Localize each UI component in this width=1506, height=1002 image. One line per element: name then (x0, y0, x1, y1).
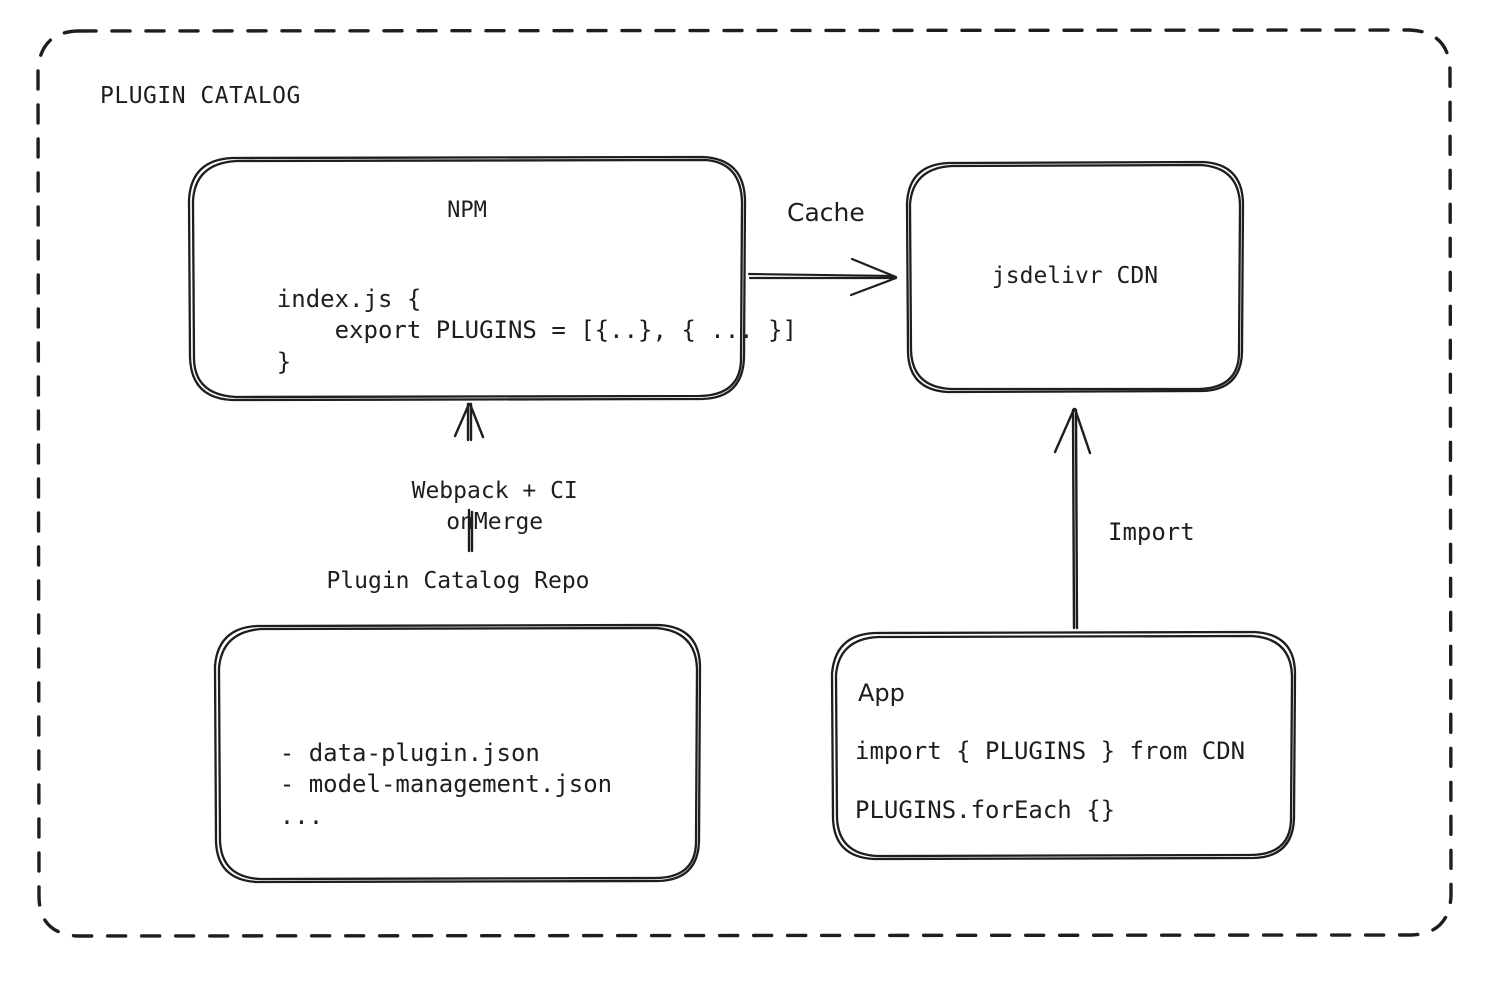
webpack-ci-line-1: Webpack + CI (411, 478, 578, 505)
group-title: PLUGIN CATALOG (100, 83, 301, 109)
import-arrow-stroke (1053, 407, 1092, 630)
repo-file-item: - data-plugin.json (279, 738, 540, 767)
app-node-code-line-1: import { PLUGINS } from CDN (855, 737, 1246, 765)
npm-code-line-2: export PLUGINS = [{..}, { ... }] (276, 316, 797, 345)
import-edge-label: Import (1108, 518, 1195, 546)
npm-node-code: index.js { export PLUGINS = [{..}, { ...… (219, 252, 797, 410)
repo-file-item: - model-management.json (279, 770, 613, 799)
repo-node-file-list: - data-plugin.json - model-management.js… (222, 706, 612, 864)
npm-code-line-3: } (276, 348, 292, 377)
webpack-ci-line-2: onMerge (446, 508, 544, 535)
repo-file-ellipsis: ... (279, 802, 324, 831)
app-node-title: App (858, 679, 905, 707)
app-node-code-line-2: PLUGINS.forEach {} (855, 796, 1116, 824)
webpack-ci-edge-label: Webpack + CI onMerge (352, 446, 582, 567)
repo-node-caption: Plugin Catalog Repo (326, 568, 590, 594)
cdn-node-title: jsdelivr CDN (991, 263, 1159, 289)
npm-node-title: NPM (447, 198, 487, 223)
npm-code-line-1: index.js { (276, 284, 422, 313)
cache-edge-label: Cache (787, 198, 865, 227)
